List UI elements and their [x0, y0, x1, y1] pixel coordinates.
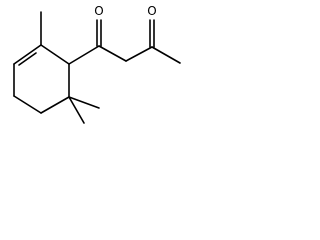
skeletal-formula-drawing: O O: [13, 3, 181, 124]
bond-carbonyl-2-to-methyl: [151, 46, 181, 64]
bond-ch2-to-carbonyl-2: [125, 46, 153, 62]
bond-ring-double-inner: [18, 52, 37, 66]
oxygen-1-background: [93, 3, 105, 18]
bond-gem-methyl-b: [68, 96, 100, 109]
oxygen-label-1: O: [94, 4, 103, 18]
oxygen-2-background: [146, 3, 158, 18]
bond-ring-c6-c1: [40, 44, 70, 65]
bond-gem-methyl-a: [68, 96, 85, 124]
oxygen-label-2: O: [147, 4, 156, 18]
bond-ring-to-carbonyl-1: [68, 45, 100, 65]
bond-ring-c1-c2: [13, 44, 42, 65]
bond-carbonyl-1-to-ch2: [98, 45, 127, 62]
bond-ring-c3-c4: [13, 95, 42, 114]
bond-ring-c4-c5: [40, 96, 70, 114]
